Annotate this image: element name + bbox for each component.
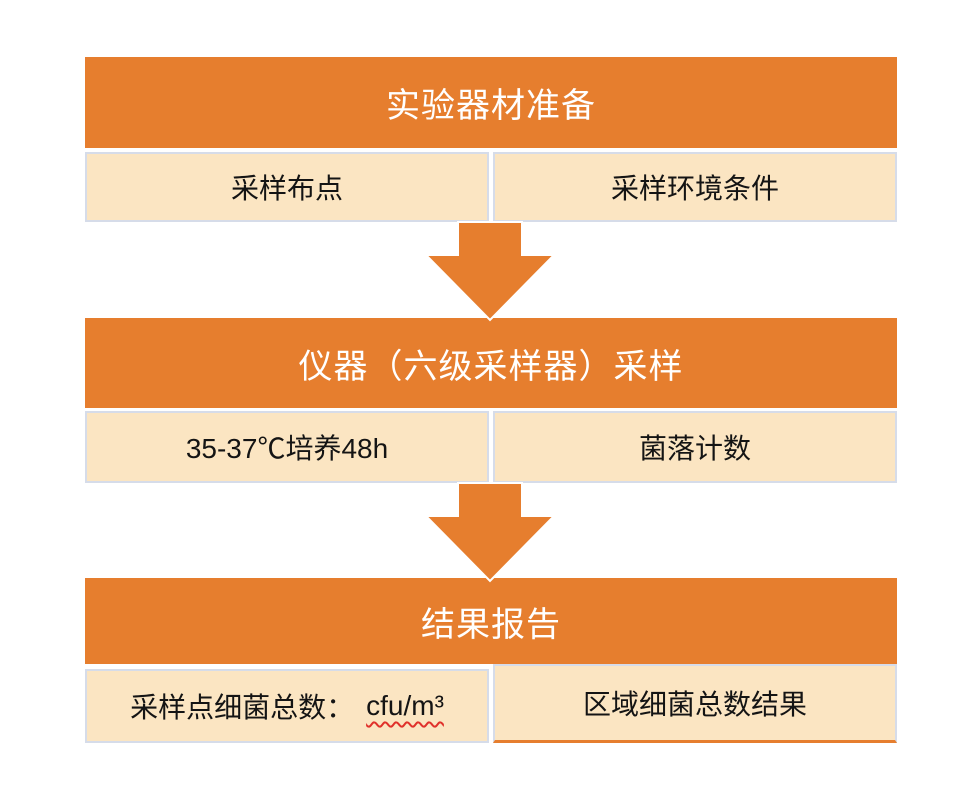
down-arrow-icon	[425, 482, 555, 583]
step2-cell-incubation: 35-37℃培养48h	[85, 411, 489, 483]
step1-cell-row: 采样布点 采样环境条件	[85, 152, 897, 222]
bacteria-count-unit: cfu/m³	[366, 690, 444, 721]
step3-cell-regional-result: 区域细菌总数结果	[493, 664, 897, 743]
down-arrow-shape	[425, 482, 555, 583]
step2-cell-colony-counting: 菌落计数	[493, 411, 897, 483]
step2-header: 仪器（六级采样器）采样	[85, 318, 897, 408]
step1-header: 实验器材准备	[85, 57, 897, 148]
step1-cell-sampling-points: 采样布点	[85, 152, 489, 222]
down-arrow-shape	[425, 221, 555, 322]
step1-cell-sampling-environment: 采样环境条件	[493, 152, 897, 222]
step3-header: 结果报告	[85, 578, 897, 664]
step3-cell-bacteria-count: 采样点细菌总数： cfu/m³	[85, 669, 489, 743]
bacteria-count-label: 采样点细菌总数：	[130, 692, 355, 723]
down-arrow-icon	[425, 221, 555, 322]
step3-cell-row: 采样点细菌总数： cfu/m³ 区域细菌总数结果	[85, 664, 897, 746]
step2-cell-row: 35-37℃培养48h 菌落计数	[85, 411, 897, 483]
